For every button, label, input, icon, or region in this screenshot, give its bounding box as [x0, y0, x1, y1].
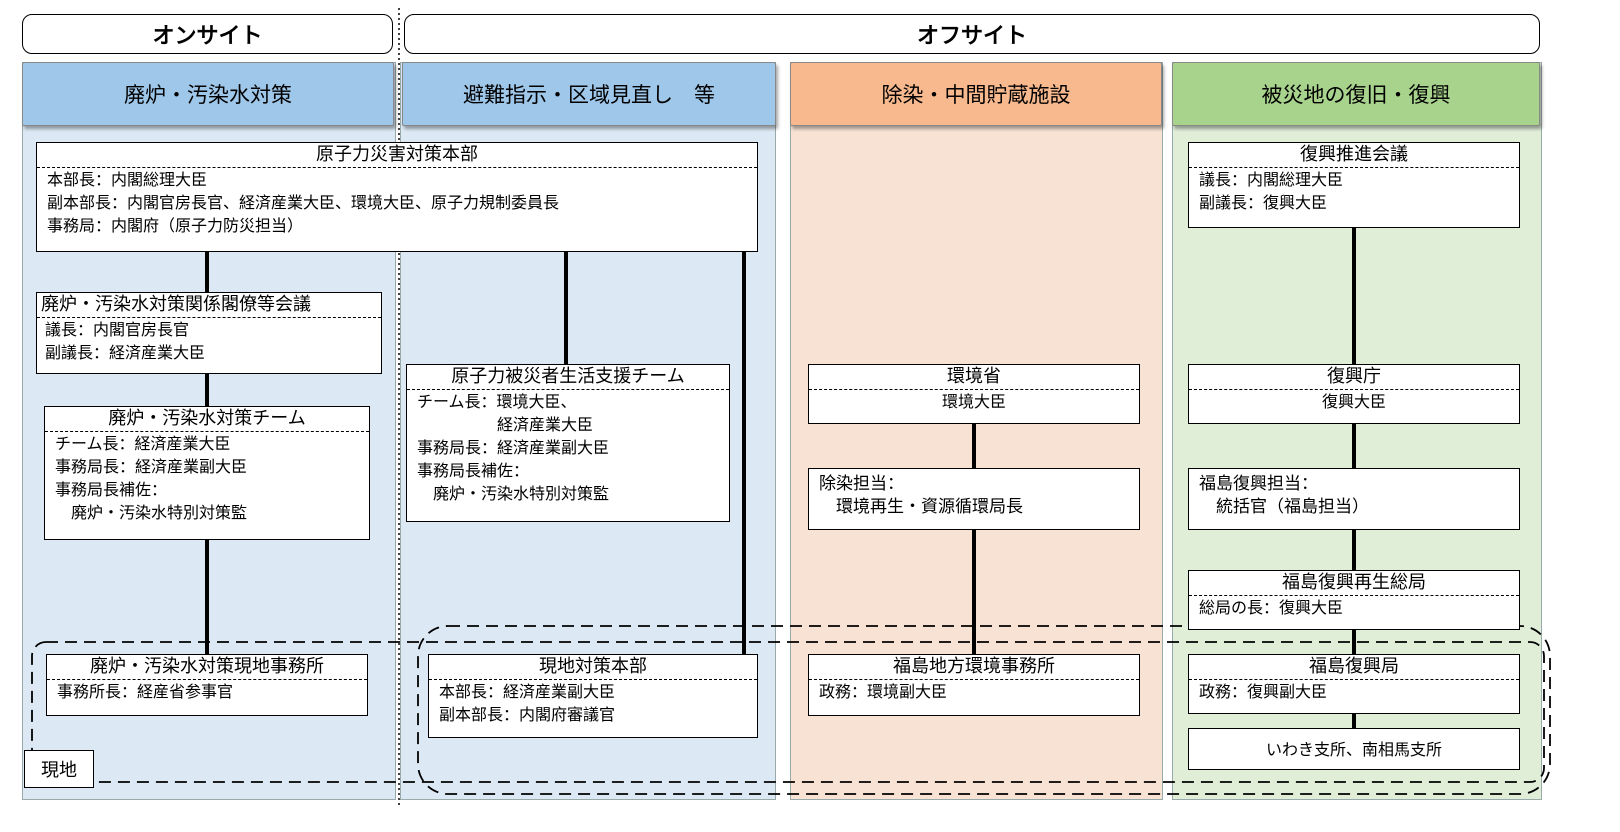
column-header-text: 廃炉・汚染水対策	[124, 83, 292, 107]
box-body: 議長：内閣官房長官 副議長：経済産業大臣	[45, 320, 206, 362]
connector-line	[972, 530, 976, 654]
box-body: 復興大臣	[1321, 392, 1386, 411]
box-title: 環境省	[809, 365, 1139, 390]
reconstruction-agency-box: 復興庁 復興大臣	[1188, 364, 1520, 424]
box-title: 廃炉・汚染水対策現地事務所	[47, 655, 367, 680]
box-body: 政務：復興副大臣	[1199, 682, 1328, 701]
box-body: 本部長：経済産業副大臣 副本部長：内閣府審議官	[439, 682, 616, 724]
fukushima-env-office-box: 福島地方環境事務所 政務：環境副大臣	[808, 654, 1140, 716]
local-area-label: 現地	[24, 750, 94, 788]
decommission-team-box: 廃炉・汚染水対策チーム チーム長：経済産業大臣 事務局長：経済産業副大臣 事務局…	[44, 406, 370, 540]
local-area-outline-offsite	[417, 625, 1551, 795]
ministry-environment-box: 環境省 環境大臣	[808, 364, 1140, 424]
box-title: 復興庁	[1189, 365, 1519, 390]
column-header-text: 避難指示・区域見直し 等	[463, 83, 715, 107]
local-hq-box: 現地対策本部 本部長：経済産業副大臣 副本部長：内閣府審議官	[428, 654, 758, 738]
nuclear-emergency-hq-box: 原子力災害対策本部 本部長：内閣総理大臣 副本部長：内閣官房長官、経済産業大臣、…	[36, 142, 758, 252]
offsite-label-text: オフサイト	[916, 24, 1027, 49]
box-title: 福島地方環境事務所	[809, 655, 1139, 680]
decontamination-office-box: 除染担当： 環境再生・資源循環局長	[808, 468, 1140, 530]
local-area-label-text: 現地	[41, 760, 77, 781]
box-title: 廃炉・汚染水対策チーム	[45, 407, 369, 432]
box-body: 除染担当： 環境再生・資源循環局長	[819, 474, 1023, 517]
connector-line	[1352, 228, 1356, 364]
box-body: 環境大臣	[941, 392, 1006, 411]
connector-line	[1352, 424, 1356, 468]
local-area-outline	[31, 641, 1545, 783]
reconstruction-general-bureau-box: 福島復興再生総局 総局の長：復興大臣	[1188, 570, 1520, 630]
connector-line	[564, 252, 568, 364]
box-body: 議長：内閣総理大臣 副議長：復興大臣	[1199, 170, 1344, 212]
connector-line	[972, 424, 976, 468]
reconstruction-council-box: 復興推進会議 議長：内閣総理大臣 副議長：復興大臣	[1188, 142, 1520, 228]
connector-line	[1352, 714, 1356, 728]
fukushima-reconstruction-bureau-box: 福島復興局 政務：復興副大臣	[1188, 654, 1520, 714]
column-header-recovery: 被災地の復旧・復興	[1172, 62, 1540, 126]
offsite-label: オフサイト	[404, 14, 1540, 54]
box-body: 福島復興担当： 統括官（福島担当）	[1199, 474, 1369, 517]
connector-line	[205, 252, 209, 292]
connector-line	[742, 252, 746, 654]
connector-line	[1352, 630, 1356, 654]
box-title: 原子力災害対策本部	[37, 143, 757, 168]
box-title: 復興推進会議	[1189, 143, 1519, 168]
connector-line	[1352, 530, 1356, 570]
onsite-label-text: オンサイト	[152, 24, 263, 49]
box-body: チーム長：環境大臣、 経済産業大臣 事務局長：経済産業副大臣 事務局長補佐： 廃…	[417, 392, 610, 503]
box-title: 福島復興局	[1189, 655, 1519, 680]
box-body: 総局の長：復興大臣	[1199, 598, 1344, 617]
onsite-label: オンサイト	[22, 14, 393, 54]
decommission-council-box: 廃炉・汚染水対策関係閣僚等会議 議長：内閣官房長官 副議長：経済産業大臣	[36, 292, 382, 374]
box-title: 原子力被災者生活支援チーム	[407, 365, 729, 390]
box-title: 廃炉・汚染水対策関係閣僚等会議	[37, 293, 381, 318]
box-body: いわき支所、南相馬支所	[1265, 739, 1442, 759]
box-title: 福島復興再生総局	[1189, 571, 1519, 596]
column-header-text: 被災地の復旧・復興	[1261, 83, 1451, 107]
box-body: 政務：環境副大臣	[819, 682, 948, 701]
support-team-box: 原子力被災者生活支援チーム チーム長：環境大臣、 経済産業大臣 事務局長：経済産…	[406, 364, 730, 522]
box-body: 事務所長：経産省参事官	[57, 682, 234, 701]
column-header-decontamination: 除染・中間貯蔵施設	[790, 62, 1162, 126]
box-body: チーム長：経済産業大臣 事務局長：経済産業副大臣 事務局長補佐： 廃炉・汚染水特…	[55, 434, 248, 522]
decommission-local-office-box: 廃炉・汚染水対策現地事務所 事務所長：経産省参事官	[46, 654, 368, 716]
column-header-evacuation: 避難指示・区域見直し 等	[402, 62, 776, 126]
fukushima-reconstruction-box: 福島復興担当： 統括官（福島担当）	[1188, 468, 1520, 530]
column-header-text: 除染・中間貯蔵施設	[881, 83, 1071, 107]
box-body: 本部長：内閣総理大臣 副本部長：内閣官房長官、経済産業大臣、環境大臣、原子力規制…	[47, 170, 560, 235]
column-header-decommission: 廃炉・汚染水対策	[22, 62, 394, 126]
connector-line	[205, 372, 209, 406]
box-title: 現地対策本部	[429, 655, 757, 680]
connector-line	[205, 540, 209, 654]
branch-offices-box: いわき支所、南相馬支所	[1188, 728, 1520, 770]
